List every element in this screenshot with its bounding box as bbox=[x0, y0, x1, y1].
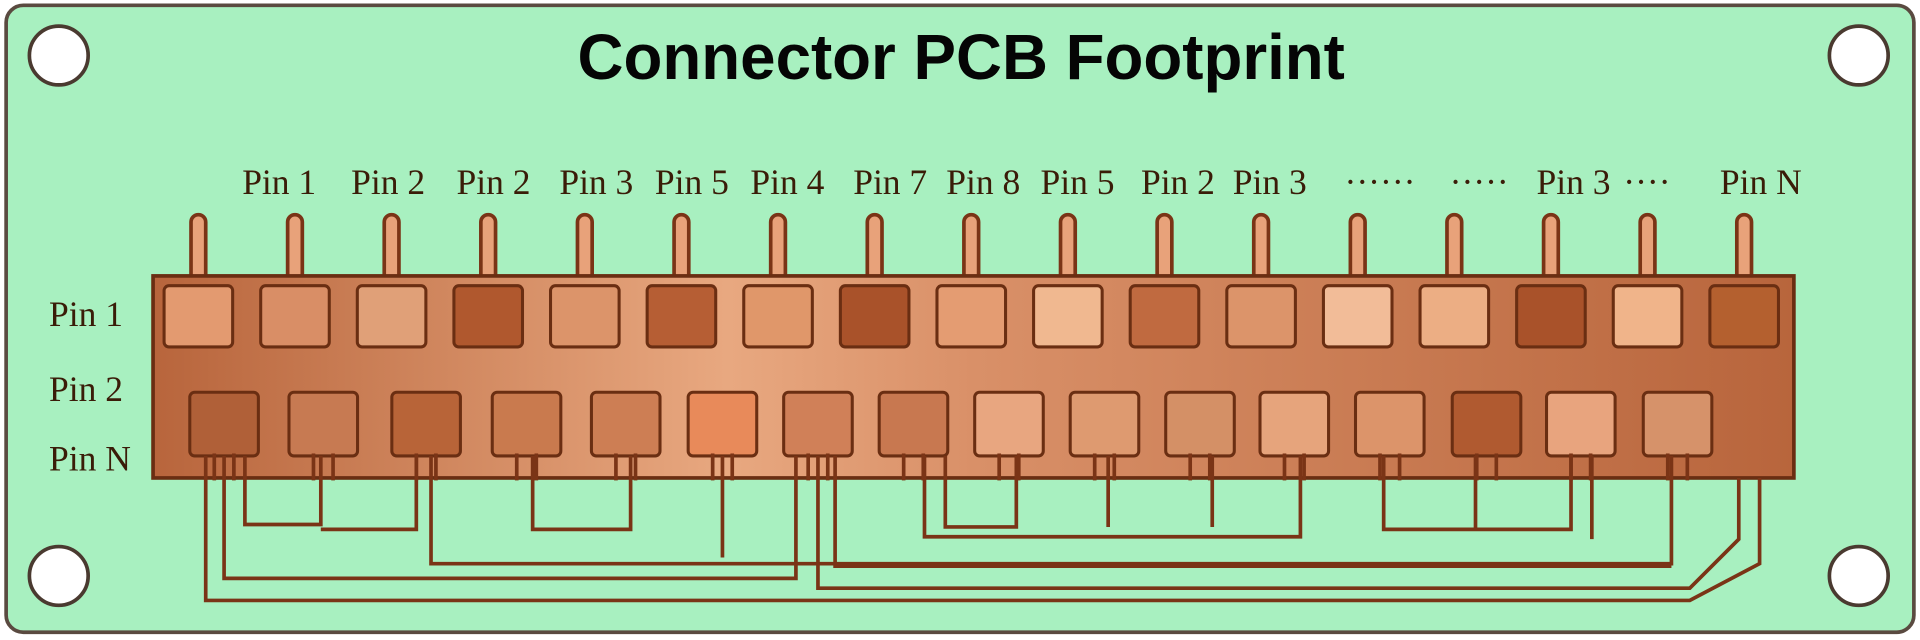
trace bbox=[320, 455, 419, 532]
top-pad bbox=[162, 284, 235, 349]
diagram-title: Connector PCB Footprint bbox=[578, 22, 1345, 93]
top-pad bbox=[1225, 284, 1297, 349]
mounting-hole-top-right bbox=[1827, 24, 1890, 87]
top-pad bbox=[1708, 284, 1780, 349]
bottom-pad bbox=[589, 390, 662, 458]
mounting-hole-bottom-left bbox=[27, 544, 90, 608]
bottom-pad bbox=[1164, 390, 1236, 458]
top-pad bbox=[1128, 284, 1201, 349]
trace bbox=[429, 455, 1674, 566]
bottom-pad bbox=[877, 390, 950, 458]
top-pin-labels: Pin 1 Pin 2 Pin 2 Pin 3 Pin 5 Pin 4 Pin 7 Pin 8… bbox=[242, 162, 1802, 202]
trace bbox=[922, 455, 1303, 539]
bottom-pad bbox=[686, 390, 759, 458]
bottom-pad bbox=[1258, 390, 1331, 458]
trace bbox=[243, 455, 323, 527]
bottom-pad bbox=[782, 390, 854, 458]
trace bbox=[943, 455, 1019, 529]
trace bbox=[222, 455, 798, 581]
top-pad-row bbox=[162, 284, 1780, 349]
top-pin-label: Pin 3 bbox=[1233, 162, 1307, 202]
top-pin-label: ····· bbox=[1450, 162, 1509, 202]
top-pin-label: Pin 8 bbox=[946, 162, 1020, 202]
row-label-pin-n: Pin N bbox=[49, 439, 131, 479]
top-pin-label: Pin 5 bbox=[1041, 162, 1115, 202]
bottom-pad bbox=[1068, 390, 1141, 458]
top-pad bbox=[645, 284, 718, 349]
top-pad bbox=[549, 284, 621, 349]
bottom-pad bbox=[490, 390, 563, 458]
top-pad bbox=[259, 284, 331, 349]
top-pin-label: ······ bbox=[1345, 162, 1416, 202]
top-pin-label: Pin N bbox=[1720, 162, 1802, 202]
row-label-pin-2: Pin 2 bbox=[49, 369, 123, 409]
top-pin-label: Pin 3 bbox=[1536, 162, 1610, 202]
top-pad bbox=[1515, 284, 1587, 349]
top-pad bbox=[742, 284, 814, 349]
top-pin-label: Pin 4 bbox=[750, 162, 824, 202]
bottom-pad-row bbox=[188, 390, 1714, 458]
top-pin-label: Pin 3 bbox=[559, 162, 633, 202]
top-pin-label: Pin 2 bbox=[456, 162, 530, 202]
top-pin-label: ···· bbox=[1623, 162, 1670, 202]
top-pad bbox=[1611, 284, 1684, 349]
bottom-pad bbox=[1641, 390, 1714, 458]
bottom-pad bbox=[287, 390, 360, 458]
bottom-pad bbox=[188, 390, 260, 458]
bottom-pad bbox=[1545, 390, 1617, 458]
top-pad bbox=[1032, 284, 1104, 349]
top-pad bbox=[1321, 284, 1394, 349]
top-pad bbox=[1418, 284, 1491, 349]
top-pin-label: Pin 2 bbox=[1141, 162, 1215, 202]
top-pad bbox=[355, 284, 428, 349]
top-pin-label: Pin 2 bbox=[351, 162, 425, 202]
traces bbox=[203, 453, 1762, 603]
mounting-hole-bottom-right bbox=[1827, 544, 1890, 608]
top-pin-label: Pin 7 bbox=[853, 162, 927, 202]
bottom-pad bbox=[390, 390, 462, 458]
top-pin-label: Pin 5 bbox=[655, 162, 729, 202]
top-pin-label: Pin 1 bbox=[242, 162, 316, 202]
trace bbox=[816, 455, 1741, 590]
trace bbox=[530, 455, 633, 532]
connector-pins bbox=[189, 212, 1754, 290]
bottom-pad bbox=[1353, 390, 1426, 458]
trace bbox=[203, 455, 1762, 603]
bottom-pad bbox=[973, 390, 1045, 458]
bottom-pad bbox=[1450, 390, 1523, 458]
row-label-pin-1: Pin 1 bbox=[49, 294, 123, 334]
top-pad bbox=[452, 284, 525, 349]
trace bbox=[833, 455, 1672, 568]
top-pad bbox=[935, 284, 1008, 349]
mounting-hole-top-left bbox=[27, 24, 90, 87]
top-pad bbox=[838, 284, 911, 349]
